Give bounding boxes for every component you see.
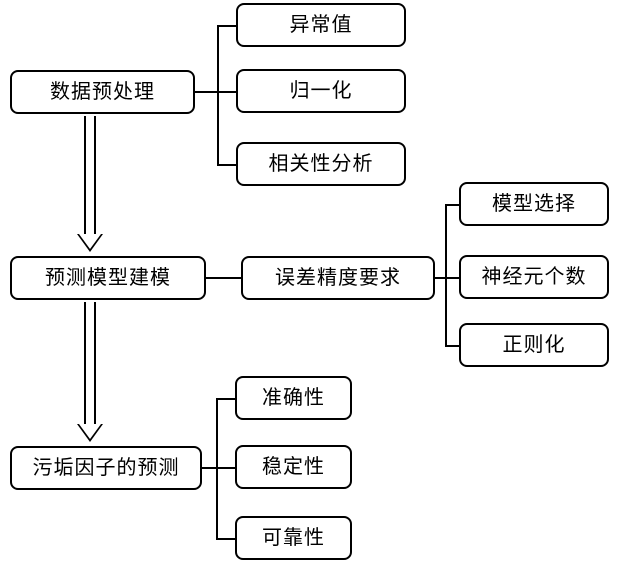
node-predict[interactable]: 污垢因子的预测 — [10, 446, 202, 490]
node-error-precision[interactable]: 误差精度要求 — [241, 256, 435, 300]
connector-preprocess-branch-1 — [217, 25, 237, 27]
node-label: 数据预处理 — [50, 81, 155, 103]
node-correlation-analysis[interactable]: 相关性分析 — [236, 142, 406, 186]
node-label: 准确性 — [262, 387, 325, 409]
node-label: 相关性分析 — [268, 153, 374, 175]
connector-preprocess-bus — [217, 25, 219, 165]
connector-predict-branch-1 — [216, 398, 236, 400]
connector-predict-branch-3 — [216, 538, 236, 540]
node-reliability[interactable]: 可靠性 — [235, 516, 352, 560]
node-label: 稳定性 — [262, 456, 325, 478]
node-label: 模型选择 — [492, 193, 576, 215]
node-label: 误差精度要求 — [275, 267, 401, 289]
connector-preprocess-branch-2 — [217, 91, 237, 93]
connector-preprocess-branch-3 — [217, 164, 237, 166]
connector-model-to-error — [206, 277, 242, 279]
connector-preprocess-stem — [195, 91, 219, 93]
node-stability[interactable]: 稳定性 — [235, 445, 352, 489]
flow-arrow-preprocess-to-model — [77, 116, 103, 252]
node-neuron-count[interactable]: 神经元个数 — [459, 255, 609, 299]
node-label: 归一化 — [289, 80, 353, 102]
node-regularization[interactable]: 正则化 — [459, 323, 609, 367]
node-label: 正则化 — [502, 334, 566, 356]
node-model-selection[interactable]: 模型选择 — [459, 182, 609, 226]
node-label: 异常值 — [289, 14, 353, 36]
node-label: 可靠性 — [262, 527, 325, 549]
node-label: 污垢因子的预测 — [32, 457, 180, 479]
node-preprocess[interactable]: 数据预处理 — [10, 70, 195, 114]
connector-error-branch-2 — [445, 277, 460, 279]
node-label: 预测模型建模 — [45, 267, 171, 289]
connector-error-branch-1 — [445, 204, 460, 206]
node-accuracy[interactable]: 准确性 — [235, 376, 352, 420]
node-normalization[interactable]: 归一化 — [236, 69, 406, 113]
node-label: 神经元个数 — [481, 266, 587, 288]
flow-arrow-model-to-predict — [77, 302, 103, 442]
connector-predict-branch-2 — [216, 467, 236, 469]
connector-predict-stem — [202, 467, 218, 469]
node-outlier[interactable]: 异常值 — [236, 3, 406, 47]
connector-error-bus — [445, 204, 447, 346]
node-model[interactable]: 预测模型建模 — [10, 256, 206, 300]
connector-predict-bus — [216, 398, 218, 540]
connector-error-stem — [435, 277, 447, 279]
connector-error-branch-3 — [445, 345, 460, 347]
